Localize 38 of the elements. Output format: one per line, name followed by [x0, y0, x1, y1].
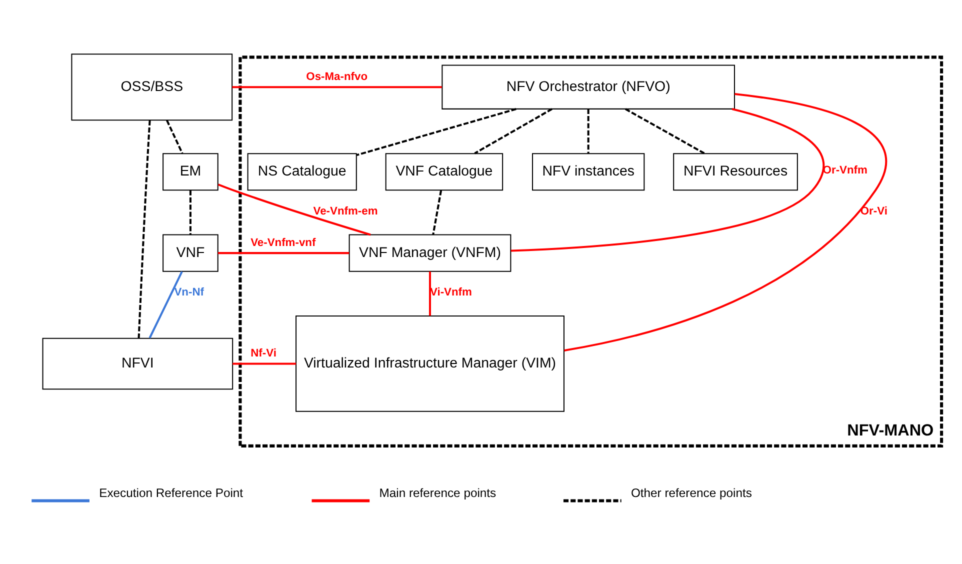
connector: [166, 120, 184, 154]
connector: [218, 184, 371, 236]
edge-label: Vn-Nf: [174, 286, 204, 298]
node-box: NFVI: [42, 338, 234, 390]
node-box: VNF: [162, 234, 218, 272]
node-box: NFV Orchestrator (NFVO): [442, 64, 735, 110]
node-box: VNF Manager (VNFM): [348, 234, 512, 272]
connector: [148, 271, 183, 338]
edge-label: Or-Vi: [860, 205, 888, 218]
connector: [232, 362, 296, 365]
edge-label: Os-Ma-nfvo: [306, 70, 368, 83]
edge-label: Nf-Vi: [250, 347, 276, 360]
node-box: NFVI Resources: [673, 153, 798, 191]
connector: [232, 86, 442, 88]
connector: [428, 272, 431, 316]
connector: [189, 190, 192, 235]
connector: [624, 108, 705, 154]
connector: [432, 190, 442, 235]
connector: [587, 109, 590, 154]
node-box: VNF Catalogue: [385, 153, 504, 191]
edge-label: Ve-Vnfm-em: [313, 205, 378, 218]
node-box: NS Catalogue: [247, 153, 357, 191]
node-box: NFV instances: [532, 153, 645, 191]
edge-label: Or-Vnfm: [822, 164, 868, 177]
edge-label: Vi-Vnfm: [430, 286, 472, 298]
connector: [474, 108, 552, 154]
legend-label: Other reference points: [630, 486, 752, 500]
node-box: EM: [162, 153, 218, 191]
legend-label: Main reference points: [379, 486, 496, 500]
node-box: Virtualized Infrastructure Manager (VIM): [296, 316, 564, 412]
connector: [564, 93, 887, 352]
edge-label: Ve-Vnfm-vnf: [250, 236, 316, 249]
connector: [356, 108, 516, 156]
node-box: OSS/BSS: [71, 54, 233, 121]
connector: [218, 252, 350, 254]
legend-label: Execution Reference Point: [99, 486, 244, 500]
connector: [138, 120, 151, 338]
connector: [510, 108, 824, 252]
